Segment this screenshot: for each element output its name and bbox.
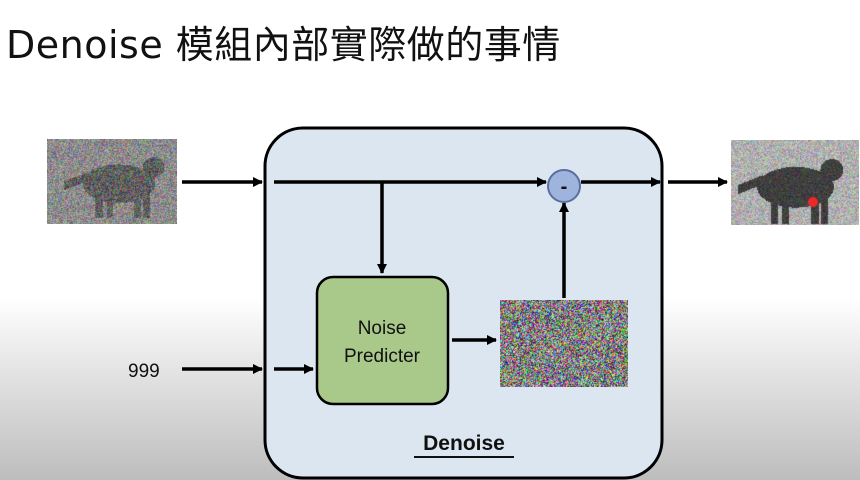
- slide-title: Denoise 模組內部實際做的事情: [6, 23, 561, 67]
- step-input-label: 999: [128, 361, 160, 382]
- noise-predicter-box: [315, 275, 450, 406]
- noisy-cat-input-image: [47, 139, 177, 224]
- predicted-noise-image: [500, 300, 628, 387]
- denoise-module-label: Denoise: [423, 432, 505, 455]
- noise-predicter-label-line2: Predicter: [344, 346, 421, 367]
- subtract-node: [547, 169, 581, 203]
- subtract-symbol: -: [561, 176, 568, 198]
- denoised-cat-output-image: [731, 140, 859, 225]
- noise-predicter-label-line1: Noise: [358, 318, 407, 339]
